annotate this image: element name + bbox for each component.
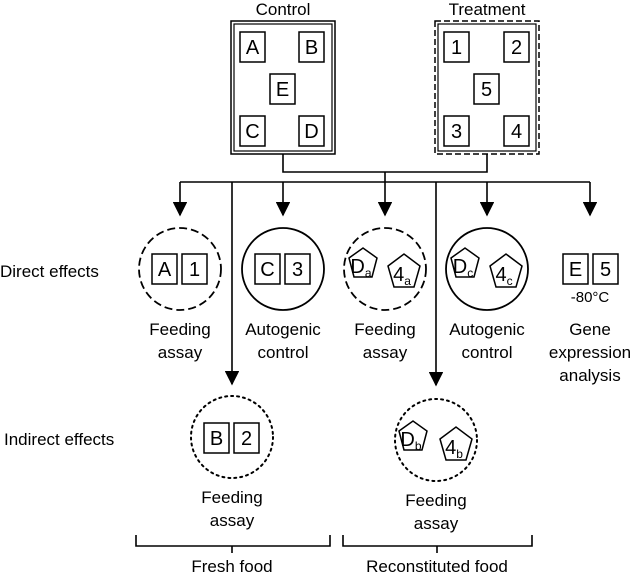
caption-line: assay (158, 343, 203, 362)
control-sample-e: E (269, 73, 296, 105)
fresh-food-label: Fresh food (191, 557, 272, 575)
caption-line: Feeding (201, 488, 262, 507)
reconstituted-food-bracket (342, 535, 533, 547)
pentagon-sample (450, 247, 480, 278)
caption-line: Autogenic (245, 320, 321, 339)
indirect-effects-label: Indirect effects (4, 430, 114, 449)
caption-line: Autogenic (449, 320, 525, 339)
sample-label: Db (400, 429, 421, 453)
caption-line: Feeding (149, 320, 210, 339)
dashed-circle (138, 227, 222, 311)
sample-label: 4a (393, 264, 411, 288)
svg-text:3: 3 (451, 121, 462, 143)
pentagon-sample (348, 247, 378, 278)
sample-box (284, 253, 311, 285)
treatment-sample-3: 3 (443, 115, 470, 147)
pentagon-sample (489, 253, 523, 288)
solid-circle (241, 227, 325, 311)
svg-text:D: D (304, 121, 318, 143)
treatment-title: Treatment (449, 0, 526, 19)
treatment-sample-4: 4 (503, 115, 530, 147)
caption-line: expression (549, 343, 631, 362)
sample-label: 4b (445, 437, 463, 461)
caption-line: assay (210, 511, 255, 530)
groups-joiner (282, 154, 488, 173)
connector-lines (172, 154, 598, 387)
solid-circle (445, 227, 529, 311)
svg-text:1: 1 (451, 37, 462, 59)
sample-box (151, 253, 178, 285)
dashed-circle (343, 227, 427, 311)
sample-label: A (158, 259, 172, 281)
dotted-circle (394, 398, 478, 482)
svg-text:A: A (246, 37, 260, 59)
svg-text:5: 5 (481, 79, 492, 101)
direct-autogenic-control-1: C 3 Autogenic control (241, 227, 325, 362)
caption-line: assay (414, 514, 459, 533)
control-sample-d: D (298, 115, 325, 147)
control-sample-b: B (298, 31, 325, 63)
sample-box (562, 253, 589, 285)
caption-line: assay (363, 343, 408, 362)
treatment-sample-5: 5 (473, 73, 500, 105)
sample-label: 4c (495, 264, 512, 288)
control-sample-a: A (239, 31, 266, 63)
treatment-sample-2: 2 (503, 31, 530, 63)
direct-gene-expression: E 5 -80°C Gene expression analysis (549, 253, 631, 385)
svg-text:4: 4 (511, 121, 522, 143)
indirect-feeding-assay-2: Db 4b Feeding assay (394, 398, 478, 533)
pentagon-sample (439, 426, 473, 461)
pentagon-sample (398, 420, 428, 451)
svg-text:B: B (305, 37, 318, 59)
treatment-sample-1: 1 (443, 31, 470, 63)
caption-line: Feeding (354, 320, 415, 339)
sample-label: C (260, 259, 274, 281)
storage-temperature: -80°C (571, 289, 610, 306)
sample-label: Da (350, 256, 371, 280)
svg-text:C: C (245, 121, 259, 143)
treatment-group: 1 2 5 3 4 (434, 20, 540, 155)
sample-label: 1 (189, 259, 200, 281)
sample-box (233, 422, 260, 454)
control-title: Control (256, 0, 311, 19)
direct-feeding-assay-2: Da 4a Feeding assay (343, 227, 427, 362)
caption-line: control (461, 343, 512, 362)
pentagon-sample (387, 253, 421, 288)
svg-text:2: 2 (511, 37, 522, 59)
sample-box (254, 253, 281, 285)
caption-line: analysis (559, 366, 620, 385)
sample-box (181, 253, 208, 285)
sample-box (592, 253, 619, 285)
caption-line: Feeding (405, 491, 466, 510)
sample-box (203, 422, 230, 454)
direct-effects-label: Direct effects (0, 262, 99, 281)
caption-line: control (257, 343, 308, 362)
sample-label: 5 (600, 259, 611, 281)
sample-label: 3 (292, 259, 303, 281)
svg-text:E: E (276, 79, 289, 101)
sample-label: 2 (241, 428, 252, 450)
treatment-inner-box (437, 23, 537, 152)
indirect-feeding-assay-1: B 2 Feeding assay (190, 395, 274, 530)
caption-line: Gene (569, 320, 611, 339)
control-group: A B E C D (230, 20, 336, 155)
sample-label: Dc (453, 256, 473, 280)
fresh-food-bracket (135, 535, 331, 547)
control-inner-box (233, 23, 333, 152)
direct-feeding-assay-1: A 1 Feeding assay (138, 227, 222, 362)
bottom-brackets (135, 535, 533, 553)
control-sample-c: C (239, 115, 266, 147)
sample-label: B (210, 428, 223, 450)
reconstituted-food-label: Reconstituted food (366, 557, 508, 575)
dotted-circle (190, 395, 274, 479)
sample-label: E (569, 259, 582, 281)
direct-autogenic-control-2: Dc 4c Autogenic control (445, 227, 529, 362)
